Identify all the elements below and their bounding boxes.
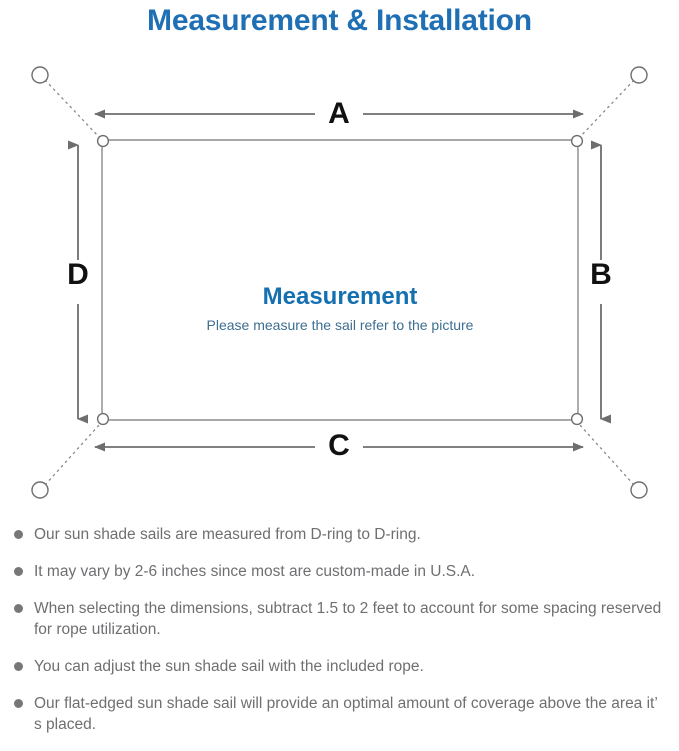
list-item: When selecting the dimensions, subtract … [0, 598, 679, 640]
anchor-points [31, 66, 648, 499]
list-item: It may vary by 2-6 inches since most are… [0, 561, 679, 582]
d-ring-top-right [570, 134, 584, 148]
d-rings [96, 134, 584, 426]
anchor-point-bottom-left [31, 481, 49, 499]
d-ring-top-left [96, 134, 110, 148]
bullet-icon [14, 699, 23, 708]
dimension-label-b: B [590, 258, 612, 291]
list-item: You can adjust the sun shade sail with t… [0, 656, 679, 677]
dimension-label-c: C [328, 429, 350, 462]
diagram-svg [31, 66, 648, 499]
anchor-point-top-left [31, 66, 49, 84]
note-text: Our sun shade sails are measured from D-… [34, 526, 421, 543]
rope-lines [44, 79, 635, 486]
anchor-point-bottom-right [630, 481, 648, 499]
rope-bottom-right [578, 423, 635, 486]
notes-list: Our sun shade sails are measured from D-… [0, 524, 679, 751]
note-text: You can adjust the sun shade sail with t… [34, 658, 424, 675]
note-text: Our flat-edged sun shade sail will provi… [34, 695, 658, 733]
rope-top-right [578, 79, 635, 139]
dimension-label-a: A [328, 97, 350, 130]
dimension-label-d: D [67, 258, 89, 291]
bullet-icon [14, 567, 23, 576]
note-text: When selecting the dimensions, subtract … [34, 600, 662, 638]
anchor-point-top-right [630, 66, 648, 84]
note-text: It may vary by 2-6 inches since most are… [34, 563, 476, 580]
page-title: Measurement & Installation [147, 4, 532, 37]
measurement-diagram: A B C D Measurement Please measure the s… [0, 42, 679, 520]
rope-top-left [44, 79, 101, 139]
list-item: Our sun shade sails are measured from D-… [0, 524, 679, 545]
d-ring-bottom-right [570, 412, 584, 426]
sail-rectangle [101, 139, 579, 421]
rope-bottom-left [44, 423, 101, 486]
bullet-icon [14, 530, 23, 539]
bullet-icon [14, 662, 23, 671]
d-ring-bottom-left [96, 412, 110, 426]
list-item: Our flat-edged sun shade sail will provi… [0, 693, 679, 735]
bullet-icon [14, 604, 23, 613]
